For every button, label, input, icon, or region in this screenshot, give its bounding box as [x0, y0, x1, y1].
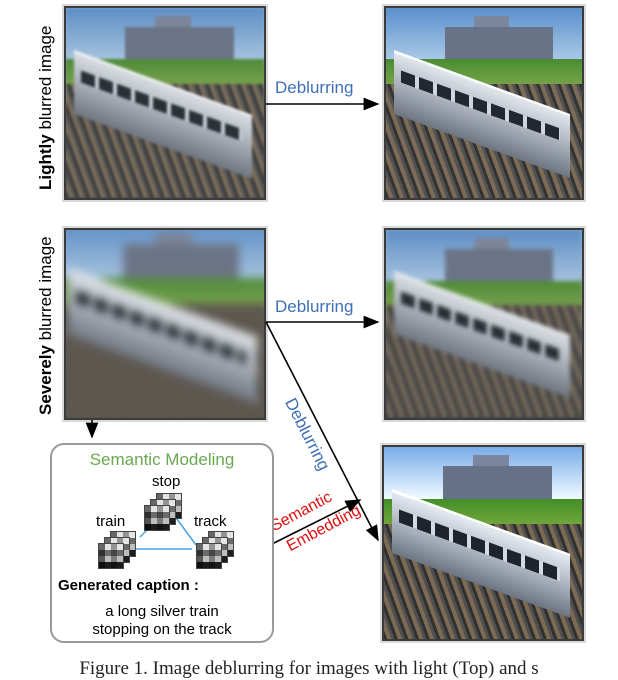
- caption-line-2: stopping on the track: [92, 621, 232, 638]
- semantic-modeling-title: Semantic Modeling: [89, 450, 235, 469]
- word-train: train: [96, 513, 126, 530]
- semantic-modeling-box: Semantic Modeling stop train track Gener…: [50, 443, 274, 643]
- arrow-semantic: [269, 499, 362, 546]
- deblurring-label-top: Deblurring: [275, 78, 354, 97]
- figure-caption: Figure 1. Image deblurring for images wi…: [79, 658, 539, 679]
- patch-stop-3: [144, 505, 170, 531]
- word-stop: stop: [152, 473, 181, 490]
- patch-track-3: [196, 543, 222, 569]
- lightly-blurred-image: [66, 8, 264, 198]
- generated-caption-label: Generated caption :: [58, 577, 199, 594]
- caption-line-1: a long silver train: [105, 603, 219, 620]
- deblurred-severe-image: [386, 230, 582, 418]
- deblurred-light-image: [386, 8, 582, 198]
- word-track: track: [194, 513, 227, 530]
- semantic-deblurred-image: [384, 447, 582, 639]
- severely-blurred-image: [66, 230, 264, 418]
- deblurring-label-middle: Deblurring: [275, 297, 354, 316]
- patch-train-3: [98, 543, 124, 569]
